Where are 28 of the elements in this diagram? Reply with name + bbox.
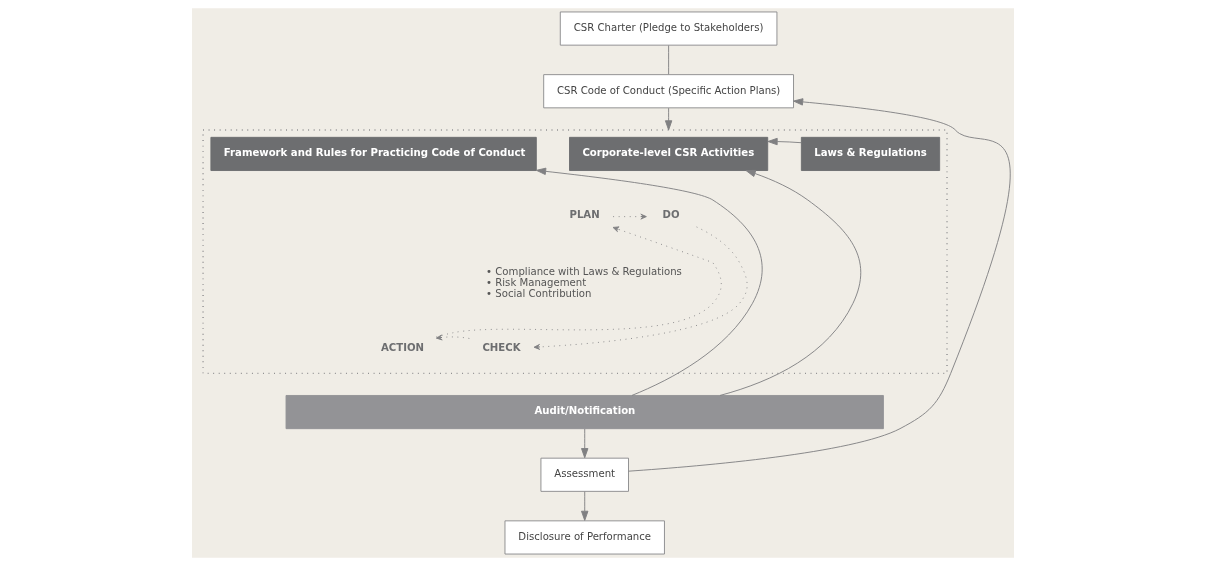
node-box: Laws & Regulations xyxy=(800,136,941,171)
node-box: Disclosure of Performance xyxy=(504,520,665,555)
arrow xyxy=(536,167,763,396)
arrow xyxy=(612,213,647,220)
node-box: Framework and Rules for Practicing Code of Conduct xyxy=(210,136,537,171)
label: • Risk Management xyxy=(486,276,587,288)
arrow xyxy=(533,226,748,350)
arrow xyxy=(435,226,722,338)
connector xyxy=(668,45,670,75)
cluster xyxy=(202,129,948,375)
node-box: CSR Charter (Pledge to Stakeholders) xyxy=(559,11,778,46)
node-text: PLAN xyxy=(569,209,600,221)
arrow xyxy=(767,137,802,146)
node-box: Audit/Notification xyxy=(285,395,884,430)
arrow xyxy=(719,169,862,396)
node-text: CHECK xyxy=(482,342,521,354)
arrow xyxy=(581,491,589,521)
label: • Compliance with Laws & Regulations xyxy=(486,265,682,277)
node-box: Assessment xyxy=(540,457,629,492)
node-text: ACTION xyxy=(380,342,425,354)
label: • Social Contribution xyxy=(486,287,592,299)
node-text: DO xyxy=(662,209,680,221)
arrow xyxy=(628,98,1011,472)
node-box: CSR Code of Conduct (Specific Action Plans) xyxy=(543,74,794,109)
arrow xyxy=(435,334,470,341)
node-box: Corporate-level CSR Activities xyxy=(569,136,769,171)
arrow xyxy=(664,107,673,131)
arrow xyxy=(581,428,589,459)
